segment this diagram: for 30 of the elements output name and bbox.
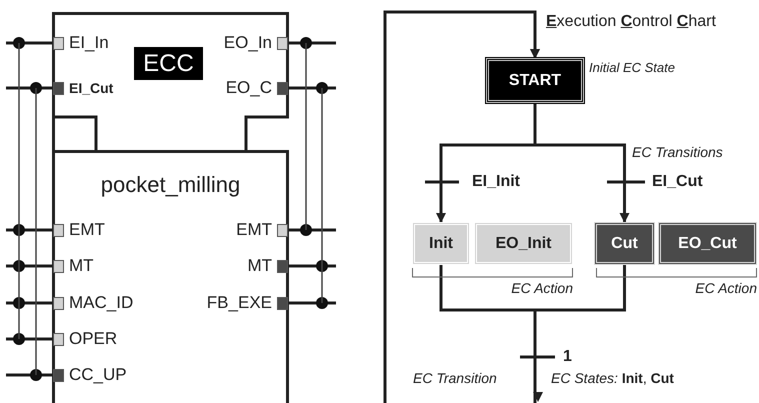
ecc-label: ECC <box>134 47 203 80</box>
transition-note: EC Transition <box>413 369 497 387</box>
state-box: Init <box>412 222 470 265</box>
action-note: EC Action <box>511 279 573 297</box>
action-box: EO_Cut <box>658 222 757 265</box>
port-name: MT <box>69 256 94 276</box>
port-name: EMT <box>236 220 272 240</box>
port-name: EMT <box>69 220 105 240</box>
action-box: Cut <box>594 222 655 265</box>
state-box: EO_Init <box>474 222 573 265</box>
chart-title: Execution Control Chart <box>546 12 716 32</box>
port-name: EI_Cut <box>69 79 114 98</box>
port-name: EI_In <box>69 33 109 53</box>
transition-note: EC Transitions <box>632 143 723 161</box>
initial-state-box: START <box>486 58 584 103</box>
action-note: EC Action <box>695 279 757 297</box>
port-name: OPER <box>69 329 118 349</box>
port-name: EO_In <box>224 33 272 53</box>
block-name: pocket_milling <box>100 171 242 199</box>
states-note: EC States: Init, Cut <box>551 369 674 387</box>
port-name: MT <box>247 256 272 276</box>
state-note: Initial EC State <box>589 60 675 76</box>
port-name: MAC_ID <box>69 293 134 313</box>
arrow <box>534 103 630 223</box>
edge-label: EI_Init <box>472 173 520 191</box>
function-block-header <box>52 12 289 150</box>
port-name: EO_C <box>226 78 272 98</box>
port-name: FB_EXE <box>206 293 272 313</box>
port-name: CC_UP <box>69 365 127 385</box>
edge-label: EI_Cut <box>652 173 703 191</box>
